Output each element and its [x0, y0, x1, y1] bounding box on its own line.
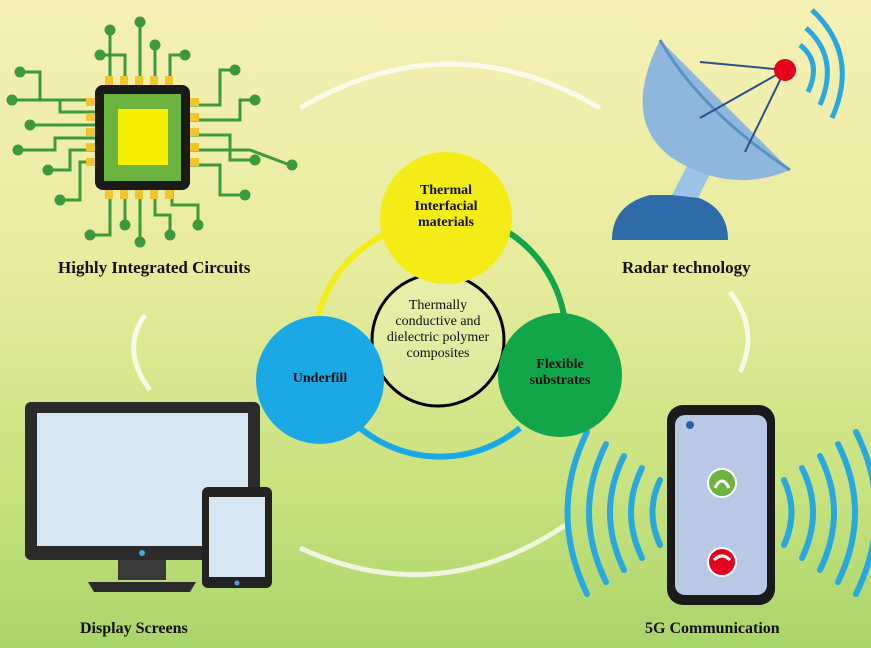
underfill-text: Underfill [270, 371, 370, 387]
center-line-3: dielectric polymer [386, 330, 490, 346]
center-line-2: conductive and [395, 314, 481, 330]
phone-icon [564, 405, 871, 605]
radar-icon [612, 8, 845, 240]
arc-left [131, 313, 153, 392]
flexible-circle [498, 313, 622, 437]
label-display: Display Screens [80, 620, 188, 637]
center-line-1: Thermally [408, 298, 468, 313]
center-line-4: composites [406, 346, 470, 362]
thermal-text: Thermal Interfacial materials [386, 183, 506, 231]
flexible-line-2: substrates [529, 373, 591, 389]
ring-blue-arc [358, 425, 522, 460]
flexible-line-1: Flexible [536, 357, 584, 372]
label-comm: 5G Communication [645, 620, 780, 637]
arc-bottom [298, 519, 572, 577]
chip-icon [6, 16, 298, 248]
underfill-circle [256, 316, 384, 444]
ring-yellow-arc [315, 229, 392, 317]
thermal-circle [380, 152, 512, 284]
display-icon [25, 402, 272, 592]
center-text: Thermally conductive and dielectric poly… [378, 298, 498, 362]
underfill-label: Underfill [292, 371, 348, 386]
flexible-text: Flexible substrates [510, 357, 610, 389]
thermal-line-2: Interfacial [414, 199, 478, 215]
thermal-line-3: materials [418, 215, 474, 231]
arc-right [728, 290, 751, 374]
label-radar: Radar technology [622, 258, 751, 277]
arc-top [298, 61, 602, 111]
label-circuits: Highly Integrated Circuits [58, 258, 251, 277]
thermal-line-1: Thermal [419, 183, 473, 198]
